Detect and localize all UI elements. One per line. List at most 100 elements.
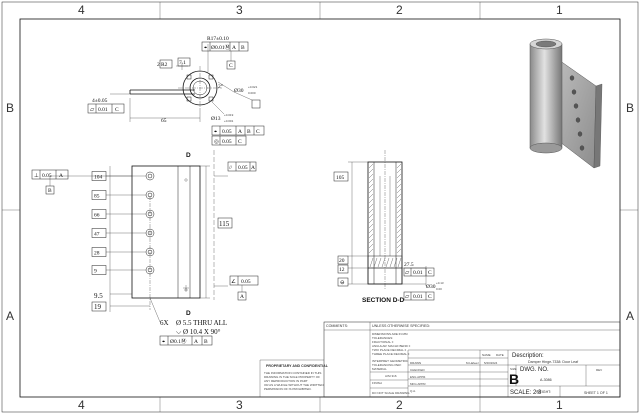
tb-prop-0: THE INFORMATION CONTAINED IN THIS bbox=[264, 371, 321, 375]
hatch-line bbox=[396, 233, 402, 239]
svg-text:⌖: ⌖ bbox=[214, 129, 217, 135]
section-dia: Ø30 bbox=[426, 284, 436, 290]
zone-top-3: 3 bbox=[236, 3, 243, 17]
tb-dwg-no: A-3086 bbox=[540, 378, 552, 382]
pin-tol-up: +0.019 bbox=[224, 113, 234, 117]
hatch-line bbox=[396, 178, 402, 184]
svg-text://: // bbox=[229, 165, 233, 171]
section-mark-top: D bbox=[186, 152, 191, 159]
hatch-line bbox=[368, 208, 374, 214]
hatch-line bbox=[368, 173, 374, 179]
ordinate-value: 28 bbox=[94, 251, 100, 257]
angularity-fcf: ∠ 0.05 bbox=[229, 275, 259, 286]
svg-text:C: C bbox=[256, 129, 260, 135]
zone-bottom-4: 4 bbox=[78, 398, 85, 412]
hatch-line bbox=[368, 198, 374, 204]
pin-fcf-position: ⌖ 0.05 A B C bbox=[211, 125, 265, 136]
svg-text:A: A bbox=[194, 339, 198, 345]
datum-b: B bbox=[45, 185, 55, 195]
hatch-line bbox=[368, 248, 374, 254]
svg-text:A: A bbox=[238, 129, 242, 135]
tb-prop-1: DRAWING IS THE SOLE PROPERTY OF bbox=[264, 375, 320, 379]
dim-7-1: 7.1 bbox=[179, 60, 186, 66]
ordinate-box bbox=[91, 171, 107, 181]
zone-bottom-3: 3 bbox=[236, 398, 243, 412]
hatch-line bbox=[396, 238, 402, 244]
hatch-line bbox=[368, 178, 374, 184]
tb-eng-appr: ENG APPR. bbox=[410, 375, 426, 379]
svg-text:A: A bbox=[251, 165, 255, 171]
svg-text:B: B bbox=[241, 45, 245, 51]
hatch-line bbox=[396, 193, 402, 199]
dim-12: 12 bbox=[339, 267, 345, 273]
plate-mark bbox=[184, 288, 188, 292]
tb-tol-4: TWO PLACE DECIMAL ± bbox=[372, 348, 407, 352]
section-fcf-1: ⏥ 0.01 C bbox=[403, 267, 435, 277]
tb-prop-4: PERMISSION OF IS PROHIBITED. bbox=[264, 387, 312, 391]
isometric-hole bbox=[577, 131, 583, 137]
hatch-line bbox=[368, 243, 374, 249]
isometric-hole bbox=[569, 75, 575, 81]
pin-tol-lo: +0.001 bbox=[224, 119, 234, 123]
dim-12-box bbox=[337, 264, 349, 274]
tb-interpret-1: TOLERANCING PER: bbox=[372, 363, 402, 367]
svg-text:0.05: 0.05 bbox=[222, 129, 232, 135]
svg-text:⌖: ⌖ bbox=[162, 339, 165, 345]
hatch-line bbox=[368, 233, 374, 239]
zone-top-4: 4 bbox=[78, 3, 85, 17]
radius-fcf: ⌖ Ø0.01Ⓜ A B bbox=[201, 41, 249, 52]
svg-text:A: A bbox=[240, 294, 244, 300]
svg-text:0.01: 0.01 bbox=[98, 107, 108, 113]
svg-text:∠: ∠ bbox=[231, 278, 236, 285]
svg-text:C: C bbox=[229, 63, 233, 69]
svg-text:◎: ◎ bbox=[214, 139, 219, 145]
dim-20: 20 bbox=[339, 258, 345, 264]
svg-text:⏥: ⏥ bbox=[90, 107, 95, 113]
zone-bottom-2: 2 bbox=[396, 398, 403, 412]
mounting-hole-bore bbox=[147, 173, 153, 179]
section-hatch bbox=[368, 163, 402, 268]
hatch-line bbox=[396, 228, 402, 234]
tb-size: B bbox=[509, 371, 519, 387]
svg-text:B: B bbox=[247, 129, 251, 135]
dim-65: 65 bbox=[161, 118, 167, 124]
svg-text:C: C bbox=[428, 294, 432, 300]
tb-prop-3: OR AS A WHOLE WITHOUT THE WRITTEN bbox=[264, 383, 324, 387]
hatch-line bbox=[393, 257, 398, 268]
height-box bbox=[217, 217, 233, 229]
tb-name: NAME bbox=[482, 353, 491, 357]
dim-4: 4±0.05 bbox=[92, 98, 108, 104]
tb-tol-2: FRACTIONAL ± bbox=[372, 340, 394, 344]
tb-desc: Damper Hinge-7338: Door Leaf bbox=[528, 360, 578, 364]
svg-text:A: A bbox=[59, 173, 63, 179]
hatch-line bbox=[396, 188, 402, 194]
hatch-line bbox=[368, 188, 374, 194]
svg-text:0.05: 0.05 bbox=[241, 279, 251, 285]
hatch-line bbox=[396, 223, 402, 229]
pin-dia: Ø13 bbox=[211, 116, 221, 122]
ordinate-value: 104 bbox=[94, 175, 103, 181]
tb-drawn: DRAWN bbox=[410, 361, 421, 365]
title-block bbox=[259, 321, 621, 398]
hole-csk: ⌵ Ø 10.4 X 90° bbox=[176, 328, 221, 336]
hatch-line bbox=[389, 257, 394, 268]
section-mark-bottom: D bbox=[186, 310, 191, 317]
svg-text:Ø0.01Ⓜ: Ø0.01Ⓜ bbox=[211, 43, 231, 51]
hatch-line bbox=[368, 193, 374, 199]
isometric-hole bbox=[571, 89, 577, 95]
zone-right-a: A bbox=[626, 309, 634, 323]
hatch-line bbox=[385, 257, 390, 268]
height-dim: 115 bbox=[219, 220, 230, 228]
hatch-line bbox=[396, 198, 402, 204]
hatch-line bbox=[396, 208, 402, 214]
hatch-line bbox=[396, 173, 402, 179]
hatch-line bbox=[396, 168, 402, 174]
hatch-line bbox=[377, 257, 382, 268]
ordinate-box bbox=[91, 247, 107, 257]
perp-fcf: ⊥ 0.05 A bbox=[31, 169, 69, 180]
mounting-hole-bore bbox=[147, 192, 153, 198]
dim-20-box bbox=[337, 255, 349, 265]
ordinate-value: 47 bbox=[94, 232, 100, 238]
